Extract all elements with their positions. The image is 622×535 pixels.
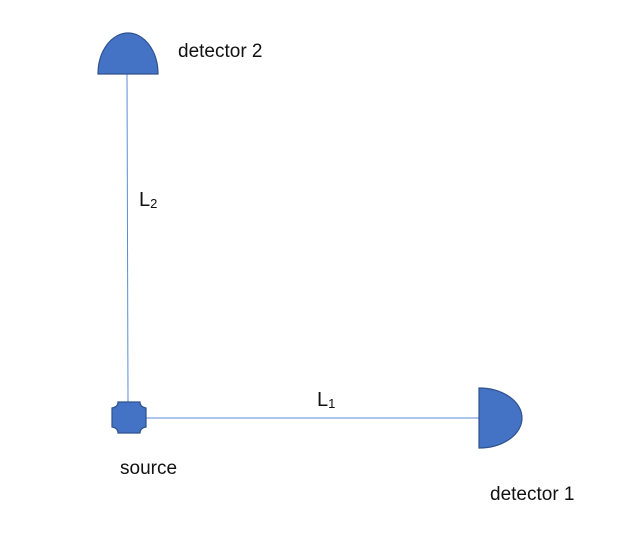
detector-1-shape — [478, 387, 523, 449]
detector-2-label: detector 2 — [178, 41, 263, 62]
detector-1-label: detector 1 — [490, 484, 575, 505]
path-l1-letter: L — [317, 389, 329, 411]
source-shape — [111, 401, 147, 434]
path-l2-letter: L — [139, 189, 151, 211]
path-l1-label: L1 — [317, 390, 335, 410]
path-l2-subscript: 2 — [150, 196, 158, 211]
path-l1-subscript: 1 — [328, 396, 336, 411]
detector-2-shape — [97, 32, 159, 75]
source-label: source — [120, 458, 178, 479]
path-l2-line — [126, 73, 129, 403]
path-l2-label: L2 — [139, 190, 157, 210]
